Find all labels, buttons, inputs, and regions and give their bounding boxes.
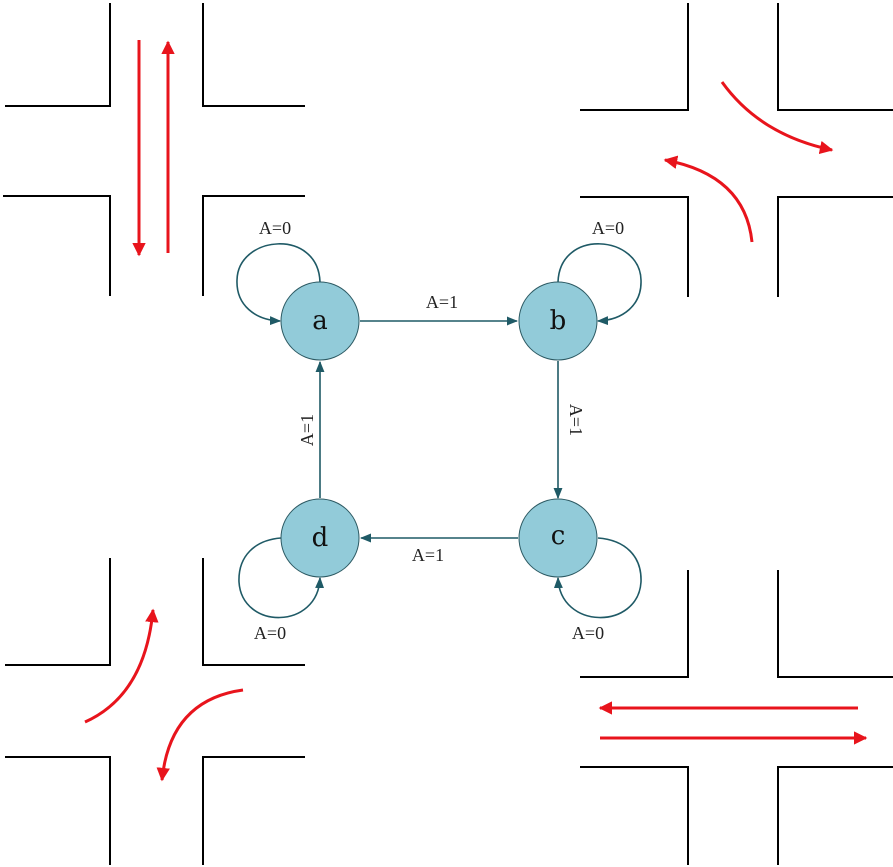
self-loop-label-c: A=0	[572, 623, 604, 643]
edge-label-c-d: A=1	[412, 545, 444, 565]
intersection-top-right	[580, 3, 893, 297]
arrow-turn-left	[663, 155, 754, 243]
arrow-turn-right	[720, 81, 834, 155]
self-loop-label-d: A=0	[254, 623, 286, 643]
self-loop-a	[236, 243, 321, 326]
self-loop-b	[557, 243, 642, 326]
self-loop-d	[238, 537, 325, 619]
state-label-b: b	[550, 306, 567, 336]
state-a: a	[280, 281, 360, 361]
state-label-c: c	[551, 521, 566, 551]
state-d: d	[280, 498, 360, 578]
state-label-d: d	[312, 523, 329, 553]
edge-label-a-b: A=1	[426, 292, 458, 312]
intersection-bottom-left	[5, 558, 305, 865]
self-loop-label-b: A=0	[592, 218, 624, 238]
state-b: b	[518, 281, 598, 361]
arrow-turn-down	[156, 688, 244, 782]
edge-label-d-a: A=1	[297, 414, 317, 446]
intersection-top-left	[3, 3, 305, 296]
edge-label-b-c: A=1	[566, 404, 586, 436]
arrow-turn-up	[84, 608, 159, 724]
intersection-bottom-right	[580, 570, 893, 865]
state-c: c	[518, 498, 598, 578]
self-loop-label-a: A=0	[259, 218, 291, 238]
state-label-a: a	[312, 306, 328, 336]
self-loop-c	[553, 537, 642, 619]
